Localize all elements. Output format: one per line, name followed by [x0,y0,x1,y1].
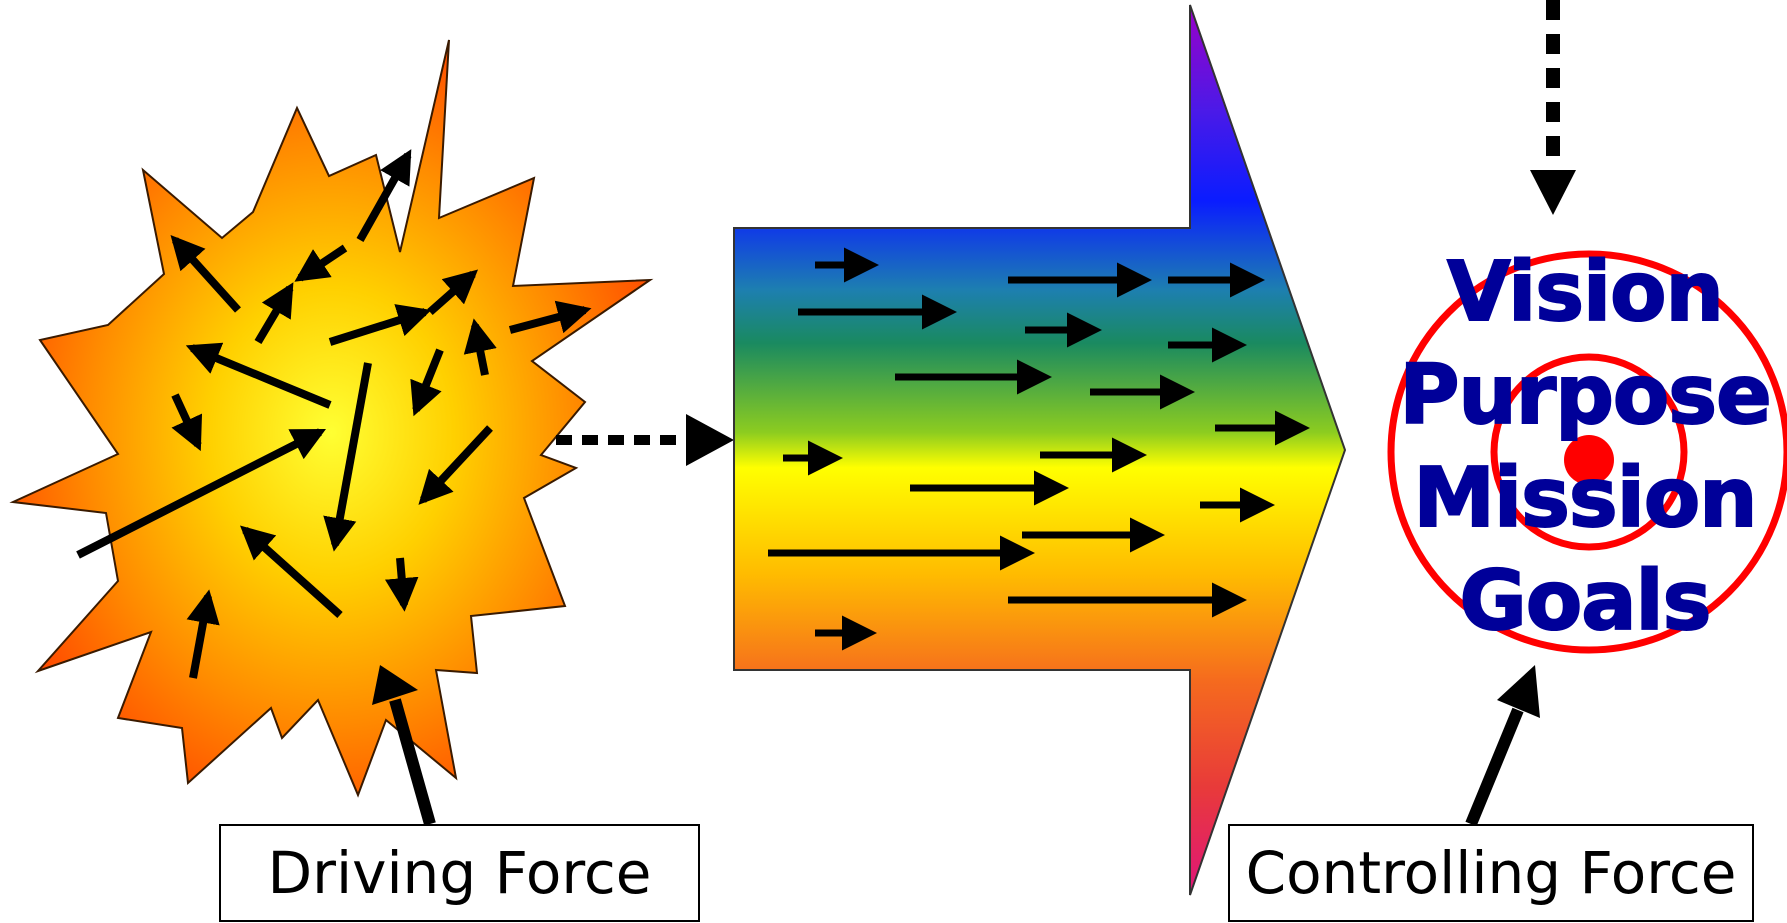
target-word-vision: Vision [1446,245,1725,340]
dotted-connector-arrow [556,414,734,466]
target-word-mission: Mission [1412,451,1758,546]
rainbow-flow-arrow [733,4,1347,896]
controlling-force-arrow [1465,665,1540,827]
driving-force-label: Driving Force [219,824,700,922]
bullseye [1564,435,1614,485]
target [1387,250,1787,654]
target-word-purpose: Purpose [1398,348,1772,443]
driving-force-burst [9,39,654,798]
driving-force-arrow [372,665,436,826]
chaotic-arrows [76,149,592,679]
target-word-goals: Goals [1459,554,1713,649]
top-dotted-arrow [1530,0,1576,215]
aligned-arrows [768,247,1310,651]
controlling-force-label: Controlling Force [1228,824,1754,922]
